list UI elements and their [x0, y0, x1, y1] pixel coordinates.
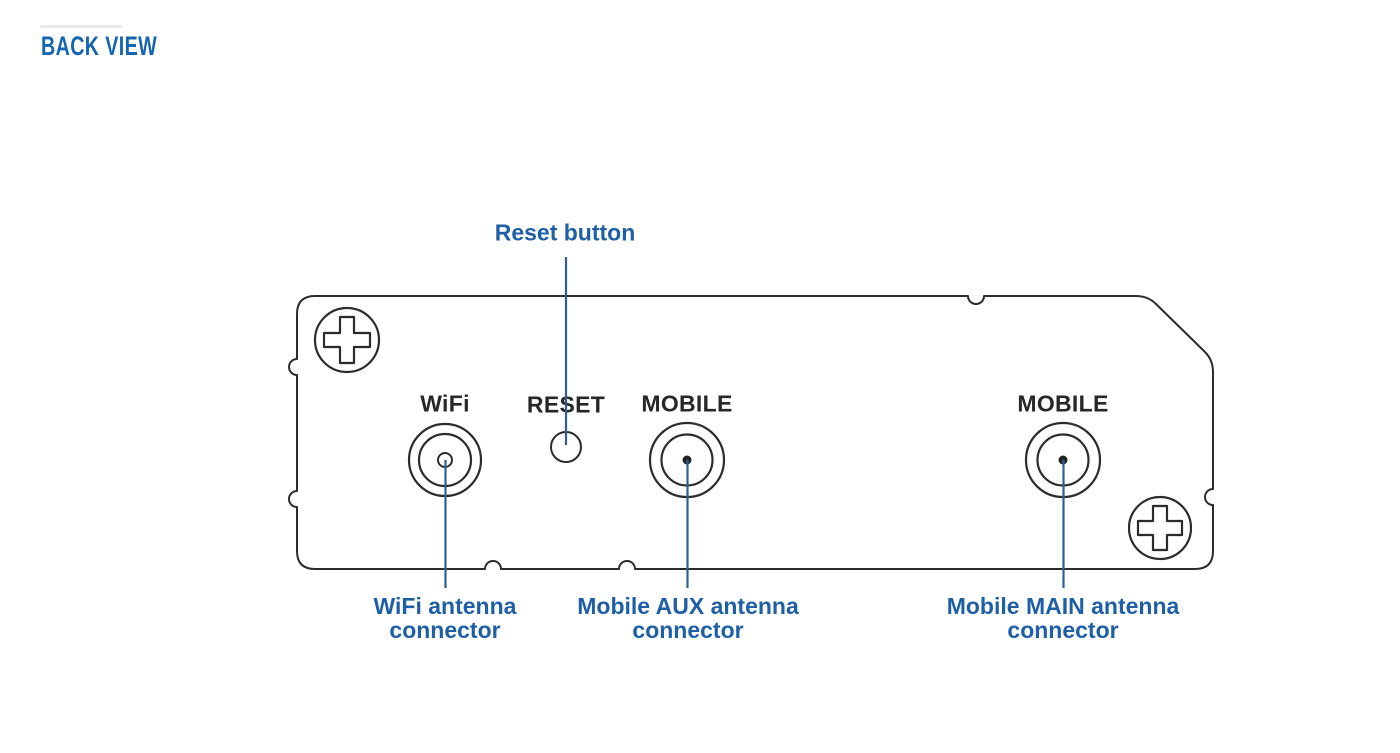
port-label-mobile-aux: MOBILE	[641, 390, 733, 417]
callout-mobile-aux-line1: Mobile AUX antenna	[577, 593, 799, 619]
page-title: BACK VIEW	[41, 31, 158, 61]
port-label-reset: RESET	[526, 391, 606, 418]
port-label-mobile-main: MOBILE	[1017, 390, 1109, 417]
callout-mobile-aux-antenna: Mobile AUX antenna connector	[577, 593, 799, 643]
callout-mobile-main-line1: Mobile MAIN antenna	[946, 593, 1180, 619]
callout-mobile-main-line2: connector	[1007, 616, 1119, 643]
callout-wifi-antenna-line1: WiFi antenna	[373, 593, 517, 619]
callout-wifi-antenna: WiFi antenna connector	[373, 593, 517, 643]
callout-wifi-antenna-line2: connector	[389, 616, 501, 643]
phillips-screw-icon	[313, 306, 381, 374]
phillips-screw-icon	[1127, 495, 1193, 561]
callout-mobile-main-antenna: Mobile MAIN antenna connector	[946, 593, 1180, 643]
callout-mobile-aux-line2: connector	[632, 616, 744, 643]
callout-reset-button: Reset button	[494, 219, 636, 246]
port-label-wifi: WiFi	[420, 390, 470, 417]
faint-top-rule	[40, 25, 122, 28]
device-outline	[288, 295, 1214, 570]
